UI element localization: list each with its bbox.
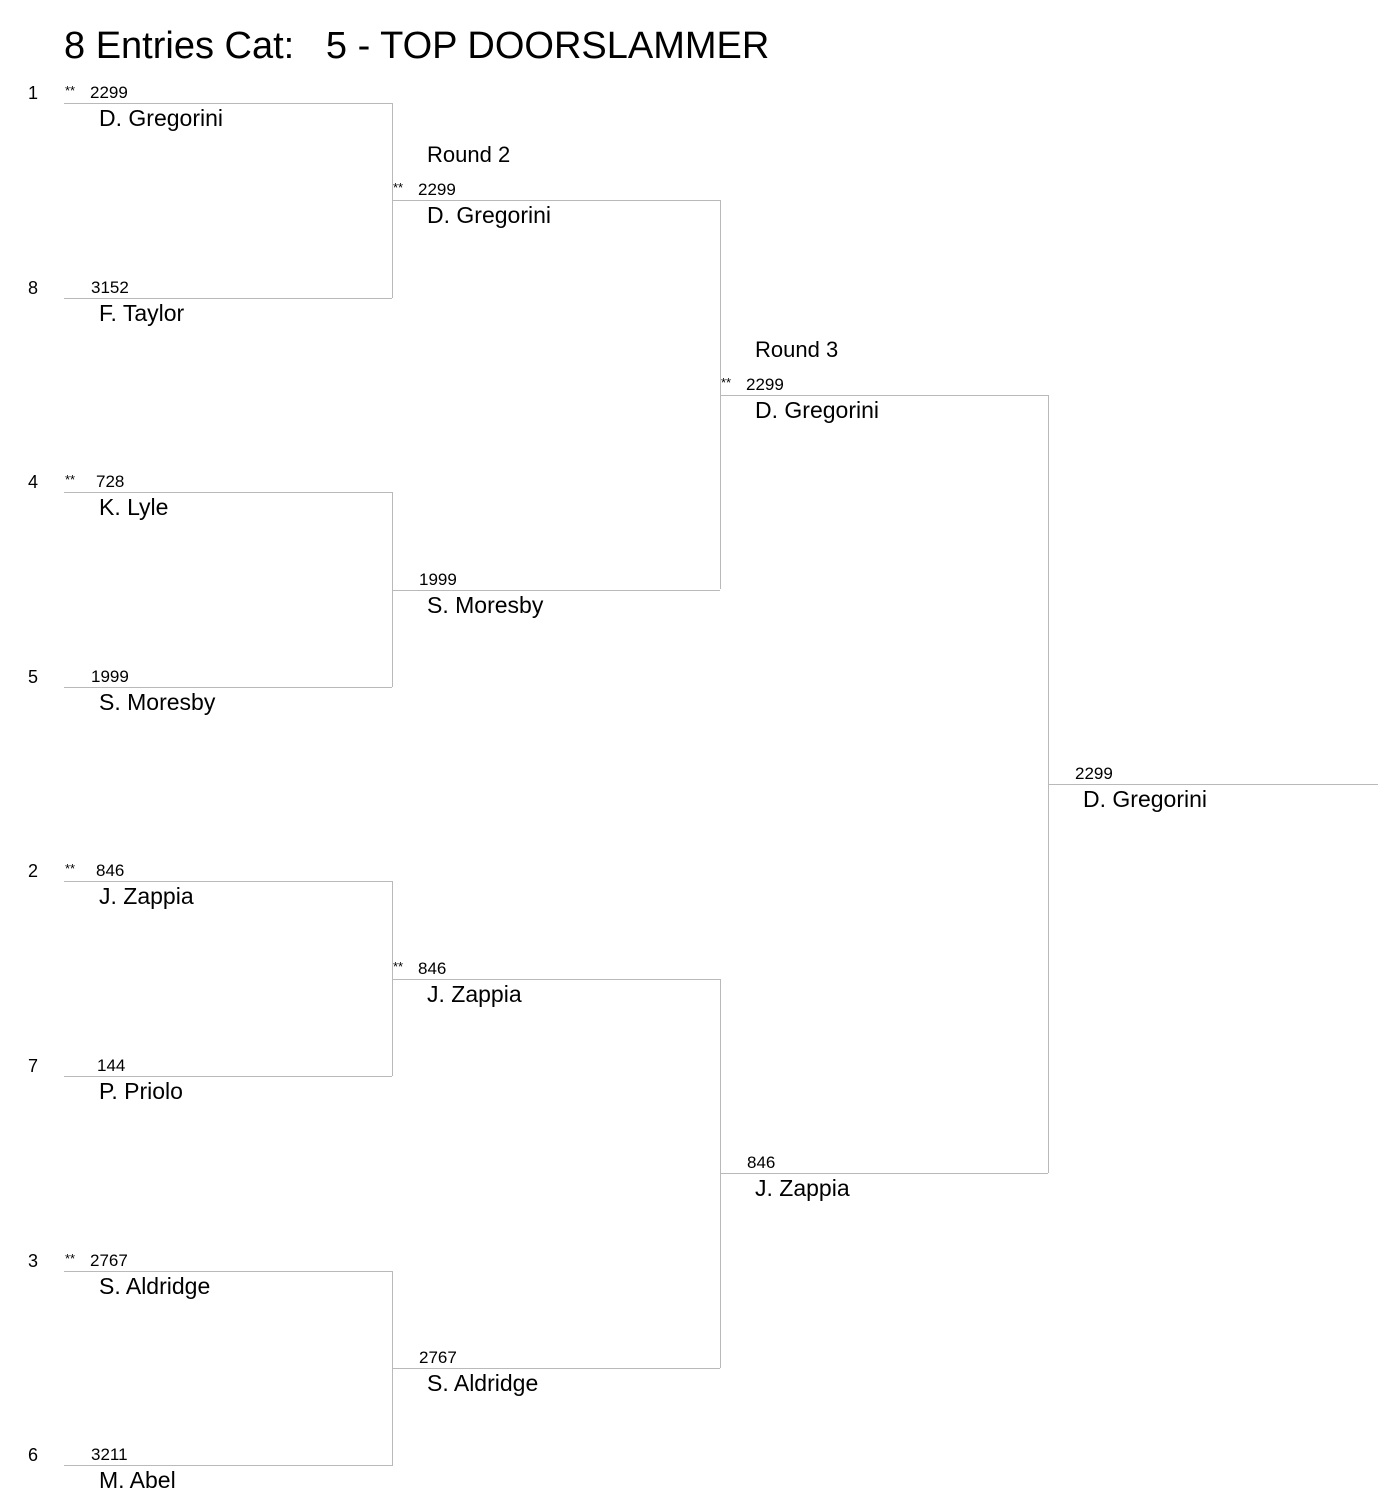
slot-line [1048,784,1378,785]
car-number: 2299 [90,83,128,102]
racer-name: S. Moresby [427,592,544,618]
seed-number: 7 [28,1056,39,1076]
bracket-slot: ** 846 J. Zappia [392,960,720,1007]
winner-marker: ** [393,180,404,195]
racer-name: S. Aldridge [427,1370,539,1396]
seed-number: 5 [28,667,39,687]
car-number: 2299 [1075,764,1113,783]
seed-number: 2 [28,861,39,881]
car-number: 2767 [90,1251,128,1270]
car-number: 2767 [419,1348,457,1367]
bracket-slot: 7 144 P. Priolo [28,1056,392,1104]
racer-name: J. Zappia [427,981,522,1007]
matchup-connector [392,881,393,1076]
bracket-slot: 1 ** 2299 D. Gregorini [28,83,392,131]
bracket-slot: 4 ** 728 K. Lyle [28,472,392,520]
bracket-slot: 3 ** 2767 S. Aldridge [28,1251,392,1299]
bracket-slot: 5 1999 S. Moresby [28,667,392,715]
slot-line [64,492,392,493]
slot-line [64,881,392,882]
car-number: 144 [97,1056,126,1075]
slot-line [392,590,720,591]
racer-name: D. Gregorini [99,105,223,131]
racer-name: D. Gregorini [755,397,879,423]
bracket-slot: 8 3152 F. Taylor [28,278,392,326]
racer-name: M. Abel [99,1467,176,1493]
car-number: 1999 [419,570,457,589]
slot-line [392,979,720,980]
winner-marker: ** [65,83,76,98]
racer-name: J. Zappia [755,1175,850,1201]
seed-number: 8 [28,278,39,298]
car-number: 846 [96,861,125,880]
matchup-connector [392,492,393,687]
car-number: 1999 [91,667,129,686]
winner-marker: ** [65,861,76,876]
bracket-slot: 2 ** 846 J. Zappia [28,861,392,909]
car-number: 2299 [418,180,456,199]
car-number: 846 [747,1153,776,1172]
racer-name: J. Zappia [99,883,194,909]
round-label: Round 2 [427,142,511,167]
winner-marker: ** [65,472,76,487]
seed-number: 1 [28,83,39,103]
slot-line [64,1271,392,1272]
seed-number: 4 [28,472,39,492]
slot-line [392,1368,720,1369]
slot-line [720,1173,1048,1174]
bracket-slot: 1999 S. Moresby [392,571,720,618]
car-number: 846 [418,959,447,978]
racer-name: D. Gregorini [1083,786,1207,812]
bracket-title: 8 Entries Cat: 5 - TOP DOORSLAMMER [64,25,770,67]
slot-line [64,103,392,104]
slot-line [64,687,392,688]
car-number: 728 [96,472,125,491]
racer-name: S. Aldridge [99,1273,211,1299]
winner-marker: ** [721,375,732,390]
racer-name: P. Priolo [99,1078,183,1104]
slot-line [720,395,1048,396]
winner-marker: ** [393,959,404,974]
bracket-slot: 2299 D. Gregorini [1048,765,1378,812]
racer-name: S. Moresby [99,689,216,715]
car-number: 3211 [91,1445,128,1464]
round-label: Round 3 [755,337,839,362]
winner-marker: ** [65,1251,76,1266]
bracket-slot: ** 2299 D. Gregorini [392,181,720,228]
slot-line [64,1465,392,1466]
slot-line [64,298,392,299]
matchup-connector [720,200,721,589]
slot-line [392,200,720,201]
slot-line [64,1076,392,1077]
bracket-slot: 6 3211 M. Abel [28,1445,392,1493]
car-number: 2299 [746,375,784,394]
car-number: 3152 [91,278,129,297]
seed-number: 6 [28,1445,39,1465]
bracket-slot: ** 2299 D. Gregorini [720,376,1048,423]
bracket-slot: 846 J. Zappia [720,1154,1048,1201]
racer-name: F. Taylor [99,300,185,326]
racer-name: K. Lyle [99,494,169,520]
racer-name: D. Gregorini [427,202,551,228]
bracket-slot: 2767 S. Aldridge [392,1349,720,1396]
seed-number: 3 [28,1251,39,1271]
